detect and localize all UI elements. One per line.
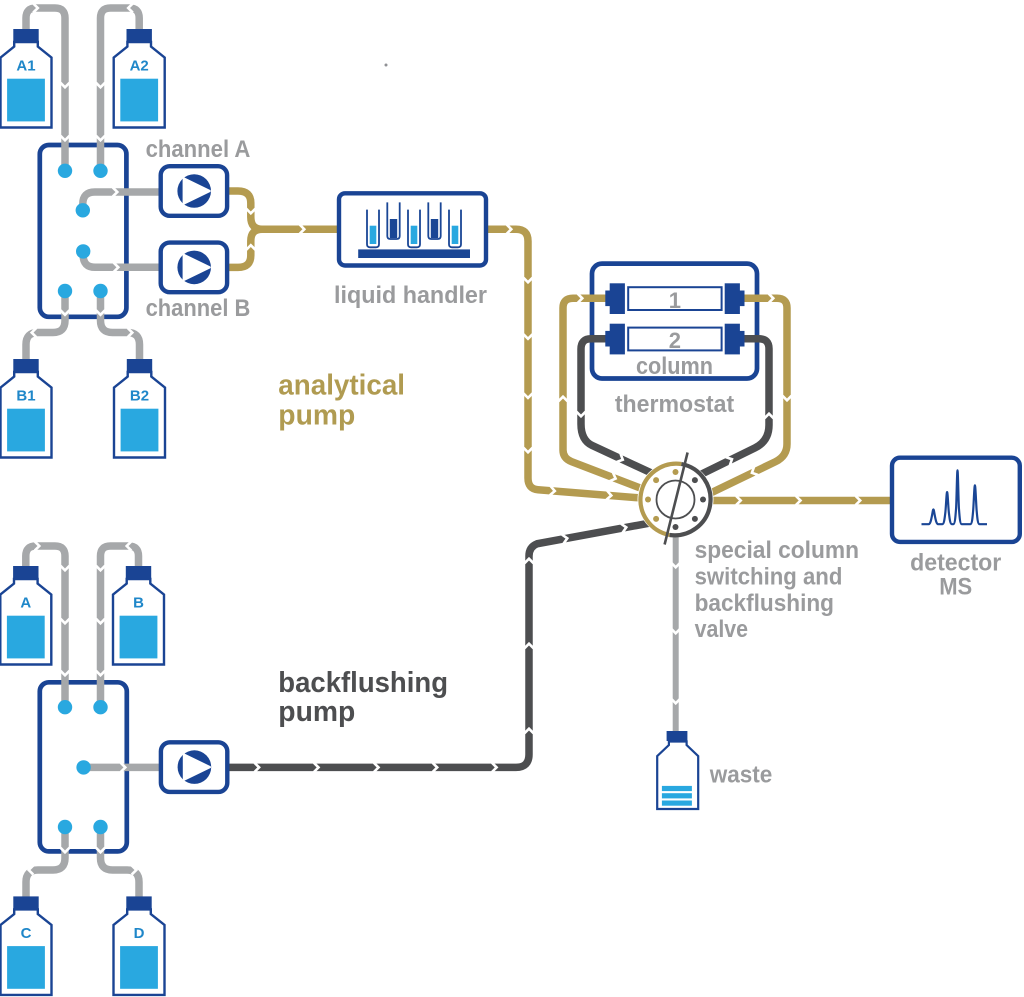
svg-text:1: 1 bbox=[669, 288, 681, 313]
svg-text:backflushing: backflushing bbox=[278, 667, 448, 699]
svg-text:channel A: channel A bbox=[146, 136, 251, 163]
svg-text:valve: valve bbox=[695, 616, 748, 643]
svg-text:B1: B1 bbox=[16, 388, 35, 405]
svg-text:channel B: channel B bbox=[146, 295, 251, 322]
svg-text:analytical: analytical bbox=[278, 369, 405, 401]
svg-text:A: A bbox=[20, 595, 31, 612]
svg-text:backflushing: backflushing bbox=[695, 590, 834, 617]
svg-text:pump: pump bbox=[278, 696, 355, 728]
svg-text:thermostat: thermostat bbox=[615, 391, 734, 418]
svg-text:switching and: switching and bbox=[695, 563, 843, 590]
svg-text:B: B bbox=[133, 595, 144, 612]
svg-text:B2: B2 bbox=[130, 388, 149, 405]
svg-text:special column: special column bbox=[695, 537, 859, 564]
svg-text:waste: waste bbox=[709, 762, 773, 789]
svg-text:liquid handler: liquid handler bbox=[334, 282, 487, 309]
svg-text:MS: MS bbox=[939, 574, 972, 601]
svg-text:detector: detector bbox=[910, 550, 1001, 577]
svg-text:column: column bbox=[636, 353, 713, 380]
svg-text:A1: A1 bbox=[16, 58, 35, 75]
svg-text:2: 2 bbox=[669, 328, 681, 353]
svg-text:A2: A2 bbox=[130, 58, 149, 75]
svg-text:D: D bbox=[134, 925, 145, 942]
svg-text:C: C bbox=[21, 925, 32, 942]
svg-text:pump: pump bbox=[278, 399, 355, 431]
